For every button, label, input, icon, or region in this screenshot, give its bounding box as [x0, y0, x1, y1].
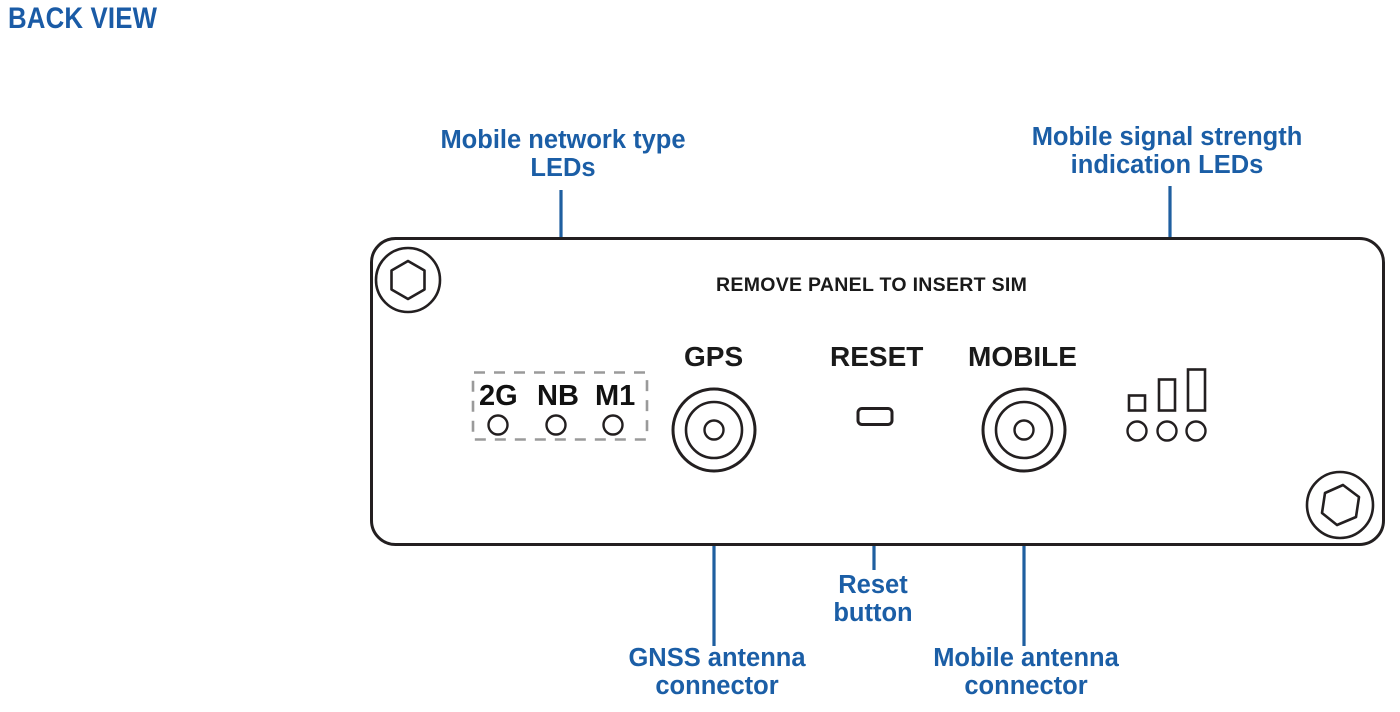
network-led-label-2g: 2G [479, 380, 518, 412]
page-title: BACK VIEW [8, 2, 158, 35]
reset-button[interactable] [856, 407, 894, 426]
signal-led-2 [1156, 420, 1178, 442]
sim-panel-note: REMOVE PANEL TO INSERT SIM [716, 274, 1028, 296]
callout-mobile-antenna-connector: Mobile antenna connector [933, 644, 1119, 700]
network-led-m1 [602, 414, 624, 436]
network-led-label-nb: NB [537, 380, 579, 412]
mobile-port-label: MOBILE [968, 341, 1077, 372]
signal-led-1 [1126, 420, 1148, 442]
gps-port-label: GPS [684, 341, 744, 372]
signal-bar-3 [1186, 368, 1207, 412]
device-panel-outline [370, 237, 1385, 546]
callout-signal-strength-leds: Mobile signal strength indication LEDs [1031, 123, 1303, 179]
network-led-dashed-box [471, 371, 649, 441]
hex-screw-top-left [374, 246, 442, 314]
gps-antenna-connector [671, 387, 757, 473]
network-type-led-group [471, 371, 649, 441]
mobile-antenna-connector [981, 387, 1067, 473]
signal-led-3 [1185, 420, 1207, 442]
network-led-label-m1: M1 [595, 380, 636, 412]
signal-strength-indicator [1126, 368, 1207, 442]
signal-bar-1 [1127, 394, 1147, 412]
callout-gnss-antenna-connector: GNSS antenna connector [628, 644, 806, 700]
callout-network-type-leds: Mobile network type LEDs [440, 126, 686, 182]
signal-bar-2 [1157, 378, 1177, 412]
network-led-nb [545, 414, 567, 436]
callout-reset-button: Reset button [833, 571, 913, 627]
reset-port-label: RESET [830, 341, 924, 372]
network-led-2g [487, 414, 509, 436]
hex-screw-bottom-right [1305, 470, 1375, 540]
